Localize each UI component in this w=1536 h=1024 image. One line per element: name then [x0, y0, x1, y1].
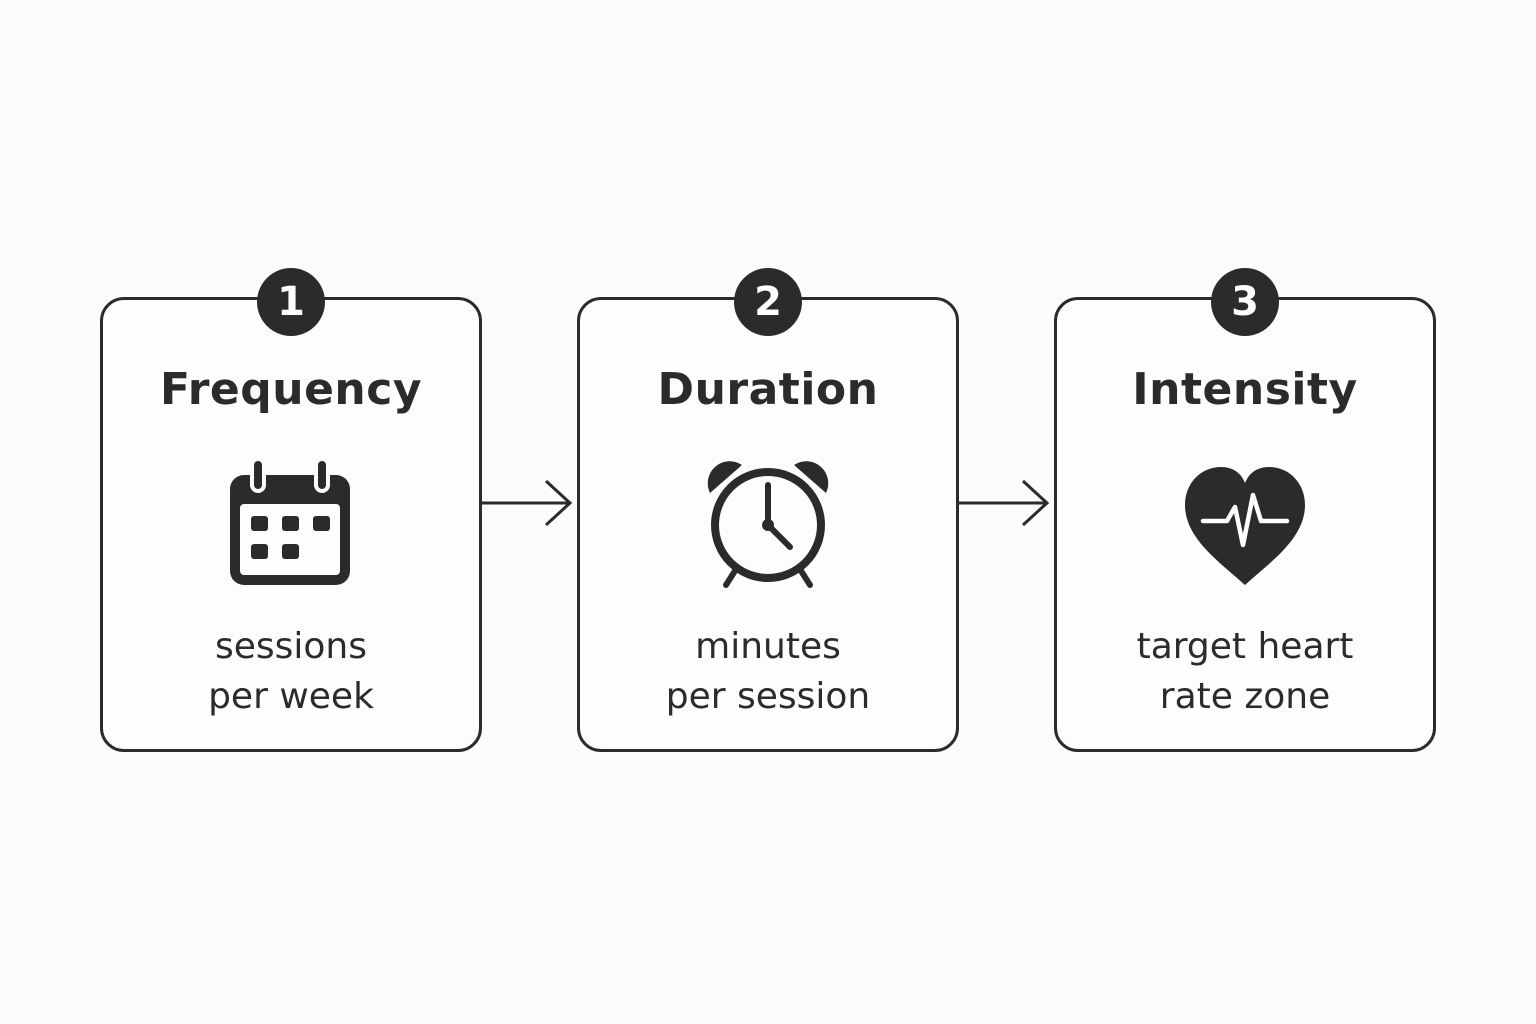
step-description: minutes per session [580, 622, 956, 722]
step-card-frequency: 1 Frequency sessions per week [100, 268, 482, 752]
step-card-intensity: 3 Intensity target heart rate zone [1054, 268, 1436, 752]
step-title: Intensity [1132, 364, 1358, 415]
calendar-icon [221, 455, 361, 595]
step-number-badge: 1 [257, 268, 325, 336]
flow-arrow-1-to-2 [482, 478, 577, 528]
step-title: Frequency [159, 364, 423, 415]
step-number-badge: 2 [734, 268, 802, 336]
step-description: sessions per week [103, 622, 479, 722]
flow-arrow-2-to-3 [959, 478, 1054, 528]
heart-pulse-icon [1175, 455, 1315, 595]
step-description-line: target heart [1136, 626, 1354, 667]
step-description-line: rate zone [1159, 676, 1331, 717]
step-description: target heart rate zone [1057, 622, 1433, 722]
step-card-duration: 2 Duration minutes per session [577, 268, 959, 752]
step-description-line: per session [665, 676, 871, 717]
step-title: Duration [657, 364, 879, 415]
step-description-line: sessions [214, 626, 367, 667]
step-description-line: per week [208, 676, 374, 717]
alarm-clock-icon [698, 455, 838, 595]
step-number-badge: 3 [1211, 268, 1279, 336]
step-description-line: minutes [695, 626, 841, 667]
